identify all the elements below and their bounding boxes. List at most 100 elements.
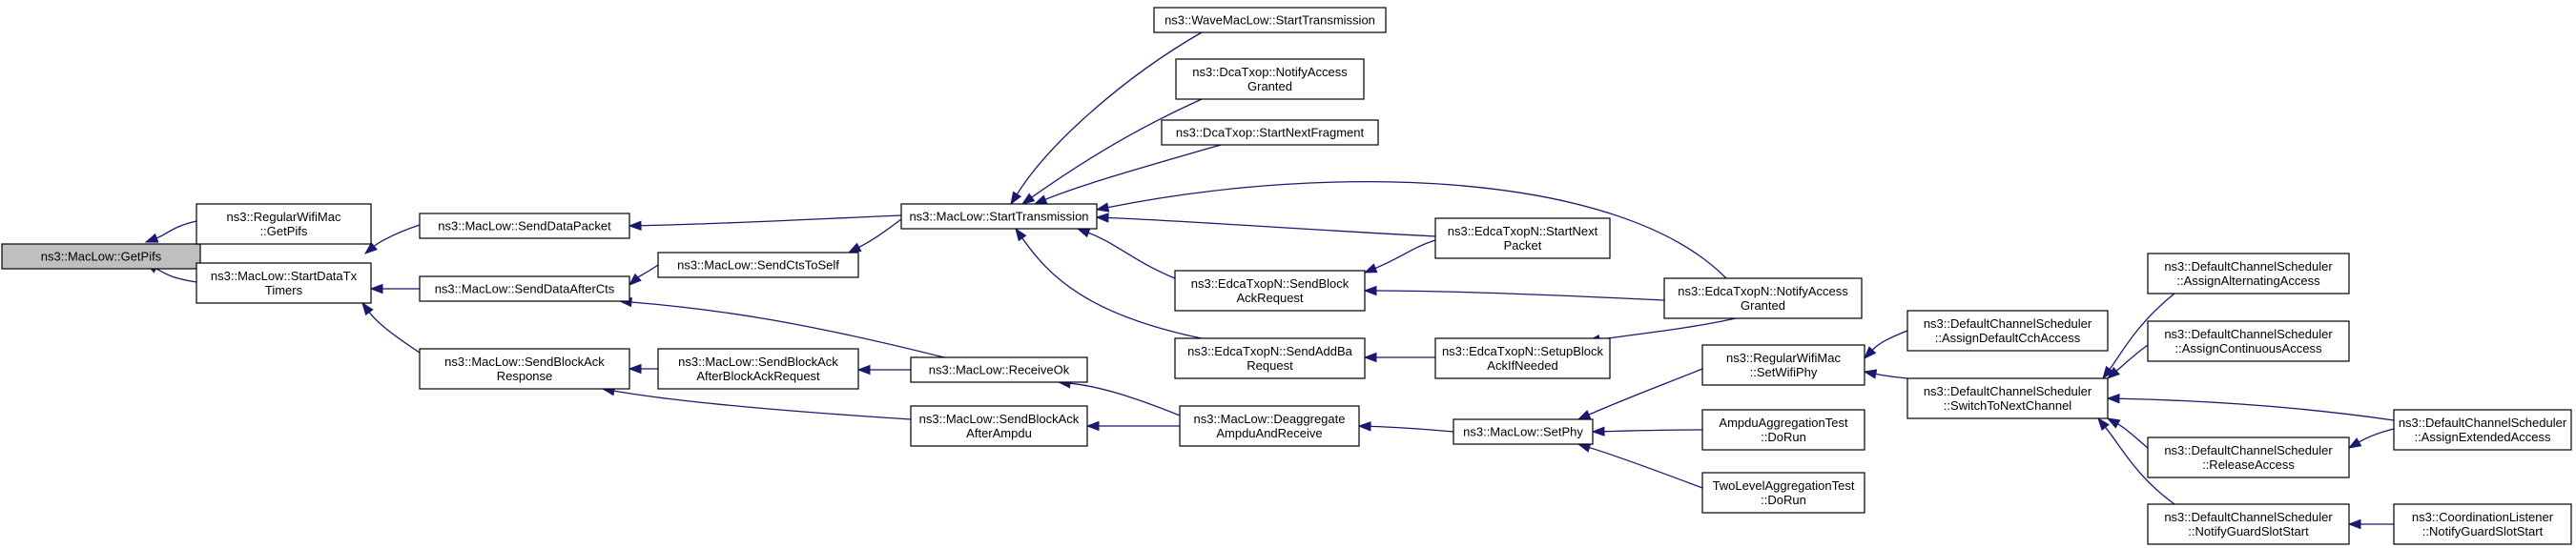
arrowhead bbox=[1095, 202, 1110, 213]
node-box bbox=[1701, 409, 1865, 451]
node-label: Response bbox=[497, 369, 553, 383]
arrowhead bbox=[2106, 366, 2120, 379]
node-dcs_assignalternating[interactable]: ns3::DefaultChannelScheduler::AssignAlte… bbox=[2147, 253, 2350, 294]
edge-edca_startnextpacket-to-starttransmission bbox=[1107, 216, 1436, 237]
edge-dcs_notifyguard-to-dcs_switchtonext bbox=[2105, 426, 2175, 505]
node-box bbox=[419, 275, 630, 302]
node-twolevel_dorun[interactable]: TwoLevelAggregationTest::DoRun bbox=[1701, 472, 1865, 514]
edge-receiveok-to-senddataaftercts bbox=[630, 301, 945, 358]
node-label: ns3::DefaultChannelScheduler bbox=[2164, 443, 2333, 457]
node-label: ::DoRun bbox=[1761, 493, 1806, 507]
edge-dcs_releaseaccess-to-dcs_switchtonext bbox=[2117, 423, 2149, 449]
edge-dcs_assignextended-to-dcs_releaseaccess bbox=[2359, 428, 2395, 443]
node-dcs_switchtonext[interactable]: ns3::DefaultChannelScheduler::SwitchToNe… bbox=[1906, 377, 2109, 419]
node-label: AmpduAndReceive bbox=[1216, 426, 1322, 440]
node-dcs_assigncontinuous[interactable]: ns3::DefaultChannelScheduler::AssignCont… bbox=[2147, 320, 2350, 362]
node-wavemaclow[interactable]: ns3::WaveMacLow::StartTransmission bbox=[1153, 7, 1387, 33]
edge-deaggregate-to-receiveok bbox=[1069, 382, 1181, 416]
edges-layer bbox=[144, 31, 2395, 530]
edge-dcs_assignalternating-to-dcs_switchtonext bbox=[2109, 293, 2175, 370]
arrowhead bbox=[1363, 285, 1377, 296]
edge-dcs_switchtonext-to-regularwifimac_setwifiphy bbox=[1875, 373, 1908, 379]
arrowhead bbox=[628, 273, 642, 286]
node-box bbox=[2393, 409, 2572, 451]
node-label: Packet bbox=[1504, 238, 1542, 253]
node-dcs_notifyguard[interactable]: ns3::DefaultChannelScheduler::NotifyGuar… bbox=[2147, 503, 2350, 545]
edge-startdatatx-to-getpifs bbox=[155, 268, 197, 283]
node-box bbox=[2147, 320, 2350, 362]
node-receiveok[interactable]: ns3::MacLow::ReceiveOk bbox=[910, 356, 1088, 383]
node-label: ns3::EdcaTxopN::StartNext bbox=[1448, 224, 1598, 238]
node-label: ns3::DefaultChannelScheduler bbox=[1924, 316, 2092, 331]
node-dcatxop_nextfrag[interactable]: ns3::DcaTxop::StartNextFragment bbox=[1161, 119, 1379, 146]
arrowhead bbox=[1095, 213, 1109, 223]
node-label: Request bbox=[1247, 358, 1293, 373]
node-sendblockackafterreq[interactable]: ns3::MacLow::SendBlockAckAfterBlockAckRe… bbox=[657, 348, 859, 390]
node-label: ns3::MacLow::SendDataAfterCts bbox=[435, 282, 615, 296]
node-label: Timers bbox=[265, 283, 303, 297]
node-dcs_releaseaccess[interactable]: ns3::DefaultChannelScheduler::ReleaseAcc… bbox=[2147, 436, 2350, 478]
node-starttransmission[interactable]: ns3::MacLow::StartTransmission bbox=[900, 203, 1098, 230]
node-dcs_assignextended[interactable]: ns3::DefaultChannelScheduler::AssignExte… bbox=[2393, 409, 2572, 451]
edge-edca_sendaddba-to-starttransmission bbox=[1021, 237, 1203, 339]
arrowhead bbox=[1577, 410, 1592, 420]
node-sendctstoself[interactable]: ns3::MacLow::SendCtsToSelf bbox=[657, 252, 859, 278]
node-label: ::AssignDefaultCchAccess bbox=[1935, 331, 2081, 345]
node-label: ns3::DefaultChannelScheduler bbox=[1924, 384, 2092, 398]
arrowhead bbox=[144, 233, 159, 243]
node-coord_notifyguard[interactable]: ns3::CoordinationListener::NotifyGuardSl… bbox=[2393, 503, 2572, 545]
node-label: ::DoRun bbox=[1761, 430, 1806, 444]
node-senddatapacket[interactable]: ns3::MacLow::SendDataPacket bbox=[419, 213, 630, 239]
node-setphy[interactable]: ns3::MacLow::SetPhy bbox=[1453, 418, 1594, 445]
arrowhead bbox=[2106, 394, 2120, 404]
node-label: ::ReleaseAccess bbox=[2202, 457, 2295, 472]
node-label: ::AssignAlternatingAccess bbox=[2176, 274, 2320, 288]
node-label: ns3::RegularWifiMac bbox=[1726, 351, 1841, 365]
node-regularwifimac_getpifs[interactable]: ns3::RegularWifiMac::GetPifs bbox=[196, 203, 372, 245]
arrowhead bbox=[2102, 365, 2114, 380]
node-label: ns3::MacLow::SendDataPacket bbox=[438, 219, 611, 233]
node-label: ns3::MacLow::SetPhy bbox=[1463, 425, 1583, 439]
node-box bbox=[1434, 337, 1611, 379]
node-dcs_assigndefaultcch[interactable]: ns3::DefaultChannelScheduler::AssignDefa… bbox=[1906, 310, 2109, 352]
node-box bbox=[196, 262, 372, 304]
node-senddataaftercts[interactable]: ns3::MacLow::SendDataAfterCts bbox=[419, 275, 630, 302]
node-getpifs[interactable]: ns3::MacLow::GetPifs bbox=[1, 243, 201, 270]
node-box bbox=[419, 213, 630, 239]
arrowhead bbox=[369, 283, 383, 294]
arrowhead bbox=[1591, 426, 1605, 436]
node-label: ns3::EdcaTxopN::SendAddBa bbox=[1187, 344, 1352, 358]
node-box bbox=[1, 243, 201, 270]
edge-edca_sendblockackreq-to-starttransmission bbox=[1088, 232, 1176, 279]
node-label: AckIfNeeded bbox=[1487, 358, 1557, 373]
node-label: ns3::DefaultChannelScheduler bbox=[2399, 416, 2567, 430]
node-label: ns3::MacLow::StartTransmission bbox=[909, 210, 1088, 224]
node-label: ::SetWifiPhy bbox=[1750, 365, 1818, 379]
node-box bbox=[1906, 377, 2109, 419]
node-label: ns3::RegularWifiMac bbox=[227, 210, 341, 224]
arrowhead bbox=[361, 301, 374, 316]
node-label: ns3::MacLow::ReceiveOk bbox=[929, 363, 1070, 377]
edge-dcatxop_notify-to-starttransmission bbox=[1031, 98, 1203, 198]
edge-regularwifimac_getpifs-to-getpifs bbox=[156, 220, 197, 239]
node-label: ns3::MacLow::GetPifs bbox=[41, 250, 162, 264]
edge-dcatxop_nextfrag-to-starttransmission bbox=[1044, 144, 1222, 200]
node-box bbox=[1701, 344, 1865, 386]
node-regularwifimac_setwifiphy[interactable]: ns3::RegularWifiMac::SetWifiPhy bbox=[1701, 344, 1865, 386]
arrowhead bbox=[2347, 518, 2361, 530]
arrowhead bbox=[628, 220, 642, 231]
arrowhead bbox=[1863, 369, 1878, 379]
node-ampdu_dorun[interactable]: AmpduAggregationTest::DoRun bbox=[1701, 409, 1865, 451]
node-box bbox=[900, 203, 1098, 230]
edge-setphy-to-deaggregate bbox=[1370, 425, 1454, 433]
